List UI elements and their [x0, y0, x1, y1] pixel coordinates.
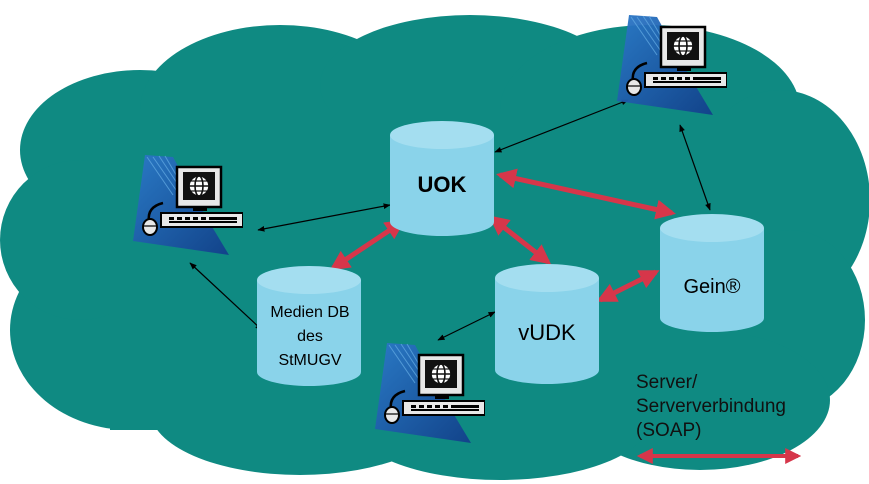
database-medien-label-line2: des — [297, 328, 323, 345]
link-uok-vudk — [488, 215, 552, 265]
client-links — [189, 99, 711, 341]
link-client-left-uok — [257, 203, 391, 232]
legend: Server/ Serververbindung (SOAP) — [636, 372, 802, 464]
link-vudk-gein — [596, 269, 660, 303]
link-client-left-medien — [189, 262, 263, 331]
legend-line-1: Server/ — [636, 372, 698, 393]
database-uok-label: UOK — [418, 172, 467, 197]
database-gein: Gein® — [660, 214, 764, 332]
link-uok-client-topright — [494, 99, 629, 153]
database-medien-label-line1: Medien DB — [270, 304, 349, 321]
database-uok: UOK — [390, 121, 494, 236]
database-vudk: vUDK — [495, 264, 599, 384]
link-client-topright-gein — [679, 124, 711, 211]
database-gein-label: Gein® — [684, 276, 741, 298]
database-medien-label-line3: StMUGV — [278, 352, 341, 369]
legend-line-3: (SOAP) — [636, 420, 701, 441]
server-links — [329, 168, 676, 303]
link-uok-gein — [496, 168, 676, 220]
link-client-bottom-vudk — [437, 311, 496, 341]
legend-line-2: Serververbindung — [636, 396, 786, 417]
database-medien: Medien DB des StMUGV — [257, 266, 361, 386]
database-vudk-label: vUDK — [518, 320, 576, 345]
